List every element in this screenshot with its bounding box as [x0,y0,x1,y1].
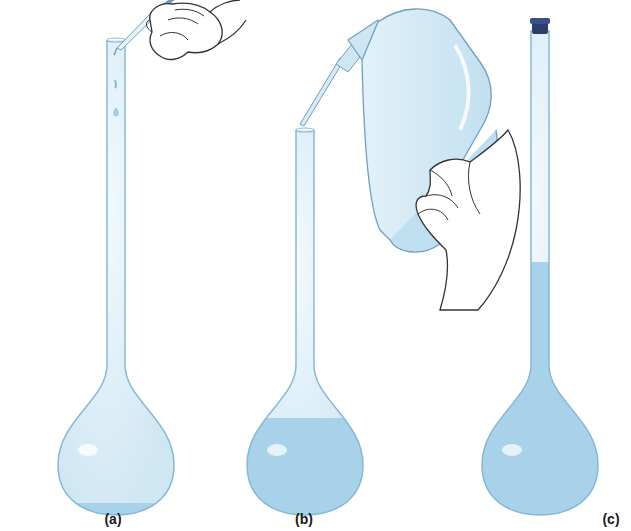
stopper-cap [530,18,550,24]
wash-bottle-and-hand [300,9,520,310]
panel-label: (b) [295,511,313,527]
flask-b [240,128,370,528]
pipette-and-hand [114,0,246,59]
panel-label: (c) [602,511,619,527]
panel-label: (a) [104,511,121,527]
flask-a [50,38,180,523]
flask-c [470,18,610,522]
